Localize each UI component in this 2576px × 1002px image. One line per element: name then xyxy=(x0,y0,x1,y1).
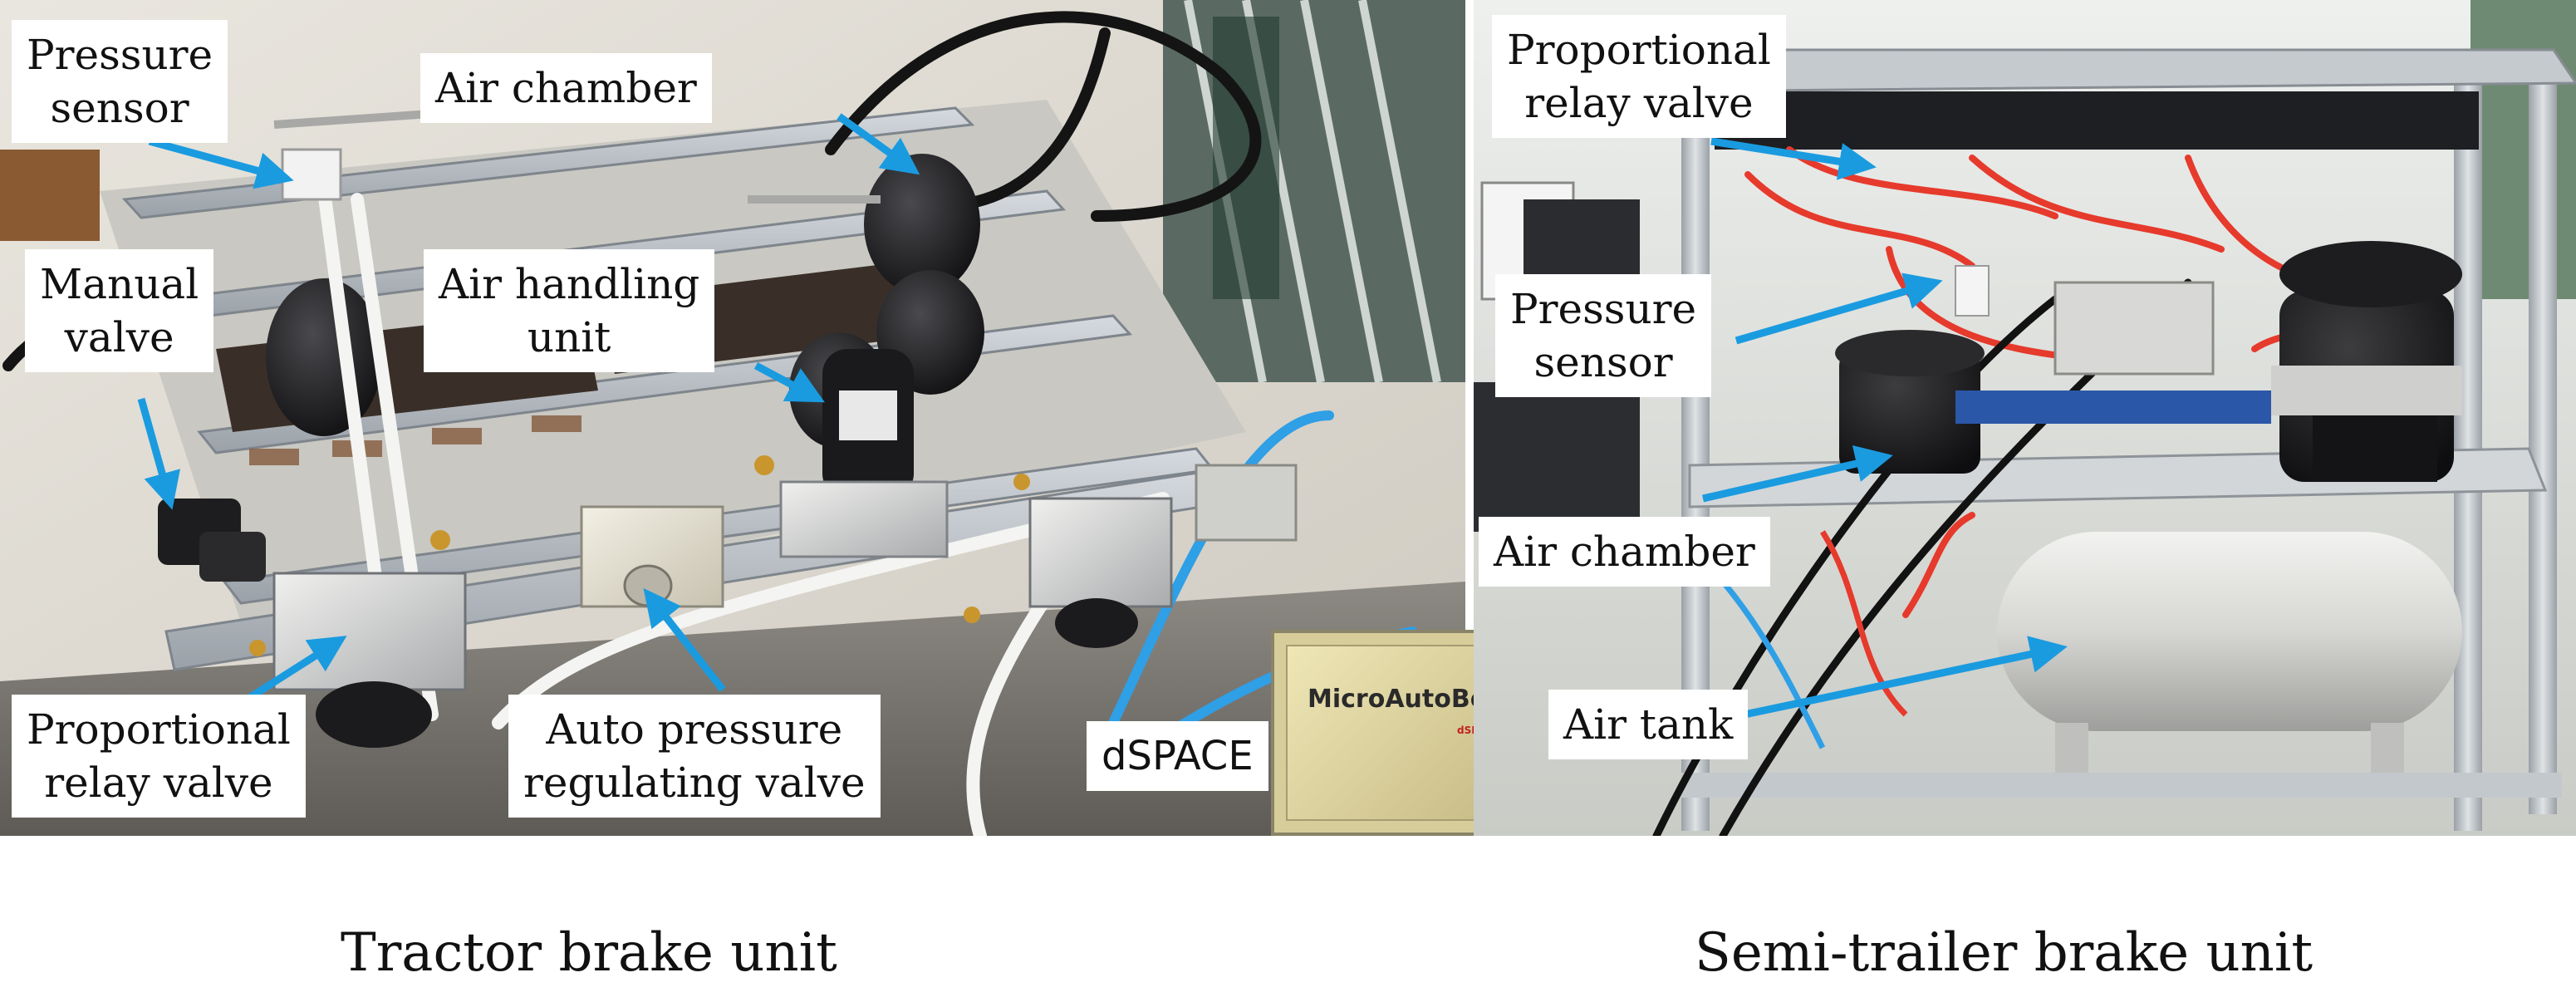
tractor-photo xyxy=(0,0,1465,836)
label-air-tank: Air tank xyxy=(1548,690,1749,759)
caption-tractor-brake-unit: Tractor brake unit xyxy=(341,922,837,984)
label-proportional-relay-valve-left: Proportional relay valve xyxy=(12,695,306,818)
tractor-photo-illustration xyxy=(0,0,1465,836)
label-auto-pressure-regulating-valve: Auto pressure regulating valve xyxy=(508,695,881,818)
label-pressure-sensor-right: Pressure sensor xyxy=(1495,274,1712,397)
caption-semi-trailer-brake-unit: Semi-trailer brake unit xyxy=(1695,922,2313,984)
label-air-chamber-right: Air chamber xyxy=(1479,517,1770,587)
label-dspace: dSPACE xyxy=(1087,721,1268,791)
microautobox-name: MicroAutoBox xyxy=(1308,685,1504,714)
label-manual-valve: Manual valve xyxy=(25,249,214,372)
label-air-handling-unit: Air handling unit xyxy=(424,249,715,372)
label-proportional-relay-valve-right: Proportional relay valve xyxy=(1492,15,1786,138)
label-pressure-sensor-left: Pressure sensor xyxy=(12,20,228,143)
label-air-chamber-left: Air chamber xyxy=(420,53,712,123)
